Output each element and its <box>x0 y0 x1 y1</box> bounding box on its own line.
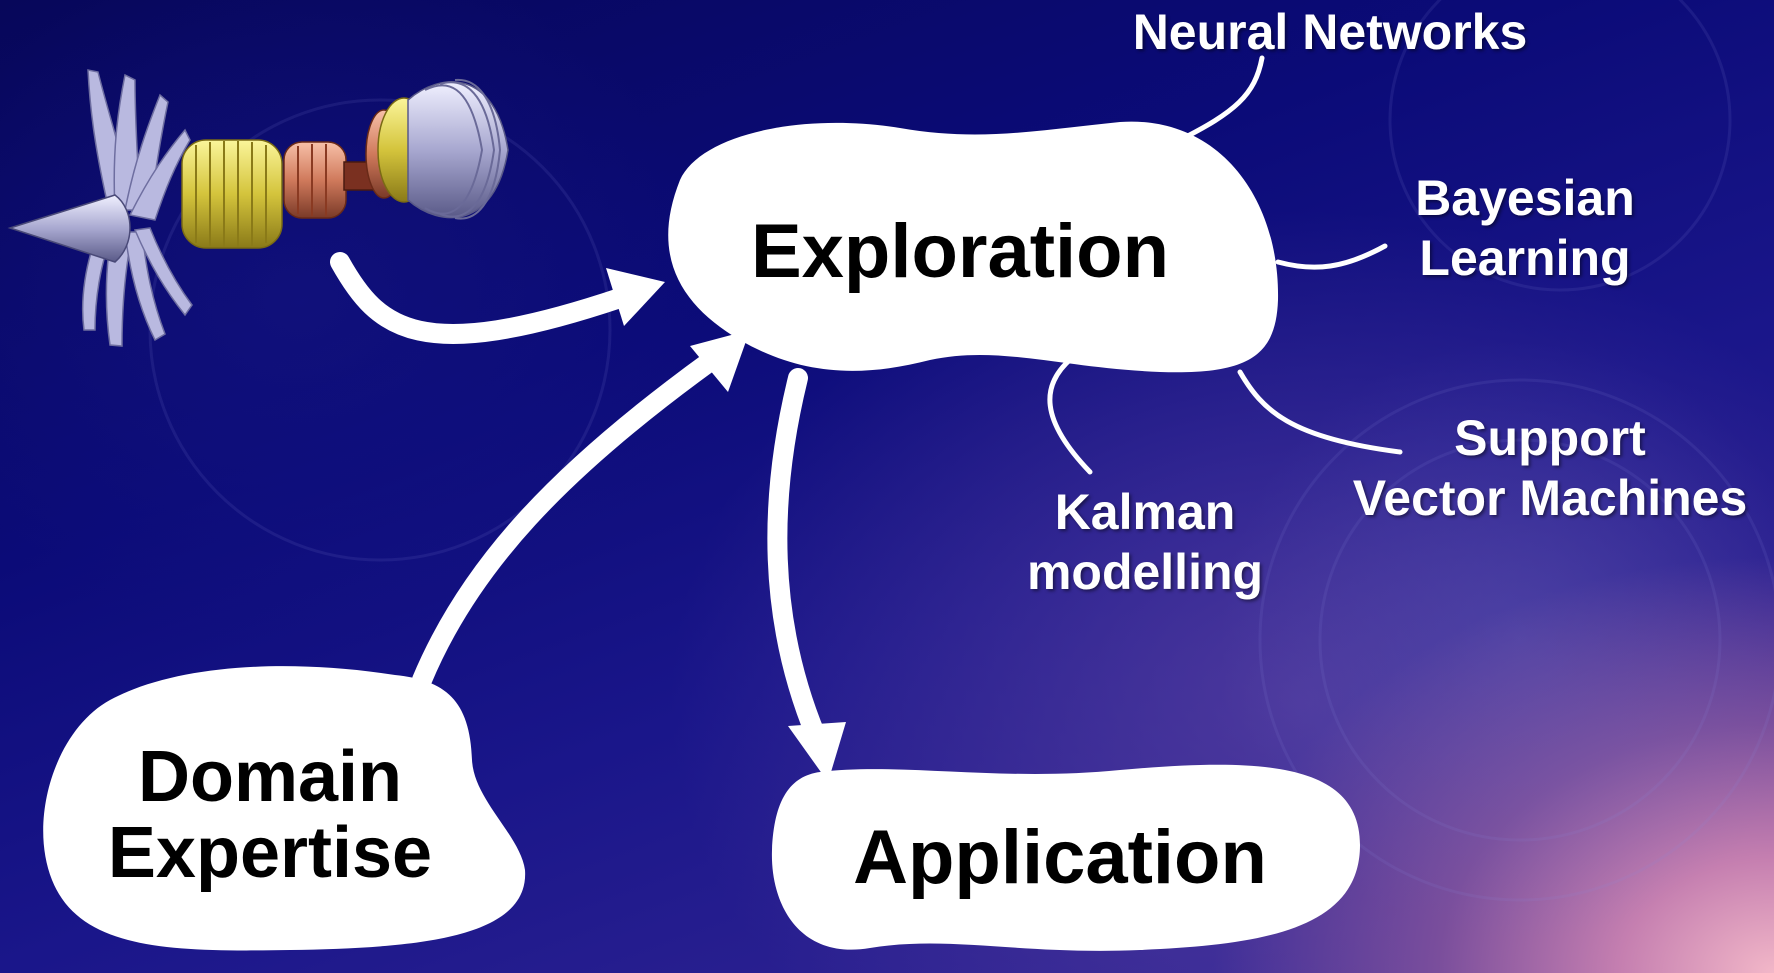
domain-expertise-line-2: Expertise <box>107 812 433 893</box>
engine-spinner <box>7 194 131 263</box>
engine-combustor-copper <box>283 141 347 219</box>
bayesian-learning-line-2: Learning <box>1419 230 1631 286</box>
node-domain-expertise-label: Domain Expertise <box>70 737 470 893</box>
connector-kalman-modelling <box>1047 355 1093 475</box>
background-glow <box>1220 340 1774 940</box>
arrow-heads <box>606 268 846 782</box>
method-bayesian-learning: Bayesian Learning <box>1375 168 1675 288</box>
method-connectors <box>1047 55 1403 475</box>
svm-line-2: Vector Machines <box>1352 470 1748 526</box>
arrow-exploration-to-application <box>767 368 826 746</box>
arrowhead-expertise-to-exploration <box>690 330 750 392</box>
method-kalman-modelling: Kalman modelling <box>1010 482 1280 602</box>
arrow-expertise-to-exploration <box>412 350 722 690</box>
node-exploration-label: Exploration <box>750 209 1170 294</box>
method-support-vector-machines: Support Vector Machines <box>1330 408 1770 528</box>
flow-arrows <box>330 252 826 746</box>
blob-application <box>771 764 1360 951</box>
engine-turbine-silver <box>407 78 509 220</box>
connector-neural-networks <box>1177 55 1265 143</box>
arrowhead-exploration-to-application <box>788 722 846 782</box>
bayesian-learning-line-1: Bayesian <box>1415 170 1635 226</box>
arrowhead-engine-to-exploration <box>606 268 665 326</box>
jet-engine-icon <box>7 69 509 347</box>
node-blobs <box>43 121 1360 951</box>
kalman-line-1: Kalman <box>1054 484 1236 540</box>
connector-bayesian-learning <box>1275 243 1388 270</box>
svm-line-1: Support <box>1454 410 1646 466</box>
connector-support-vector-machines <box>1237 369 1403 455</box>
blob-exploration <box>668 121 1279 373</box>
domain-expertise-line-1: Domain <box>137 737 403 817</box>
arrow-engine-to-exploration <box>330 252 630 344</box>
method-neural-networks: Neural Networks <box>1132 4 1528 60</box>
node-application-label: Application <box>853 815 1267 900</box>
engine-compressor-gold <box>181 139 283 249</box>
kalman-line-2: modelling <box>1026 544 1264 600</box>
blob-domain-expertise <box>43 666 526 951</box>
